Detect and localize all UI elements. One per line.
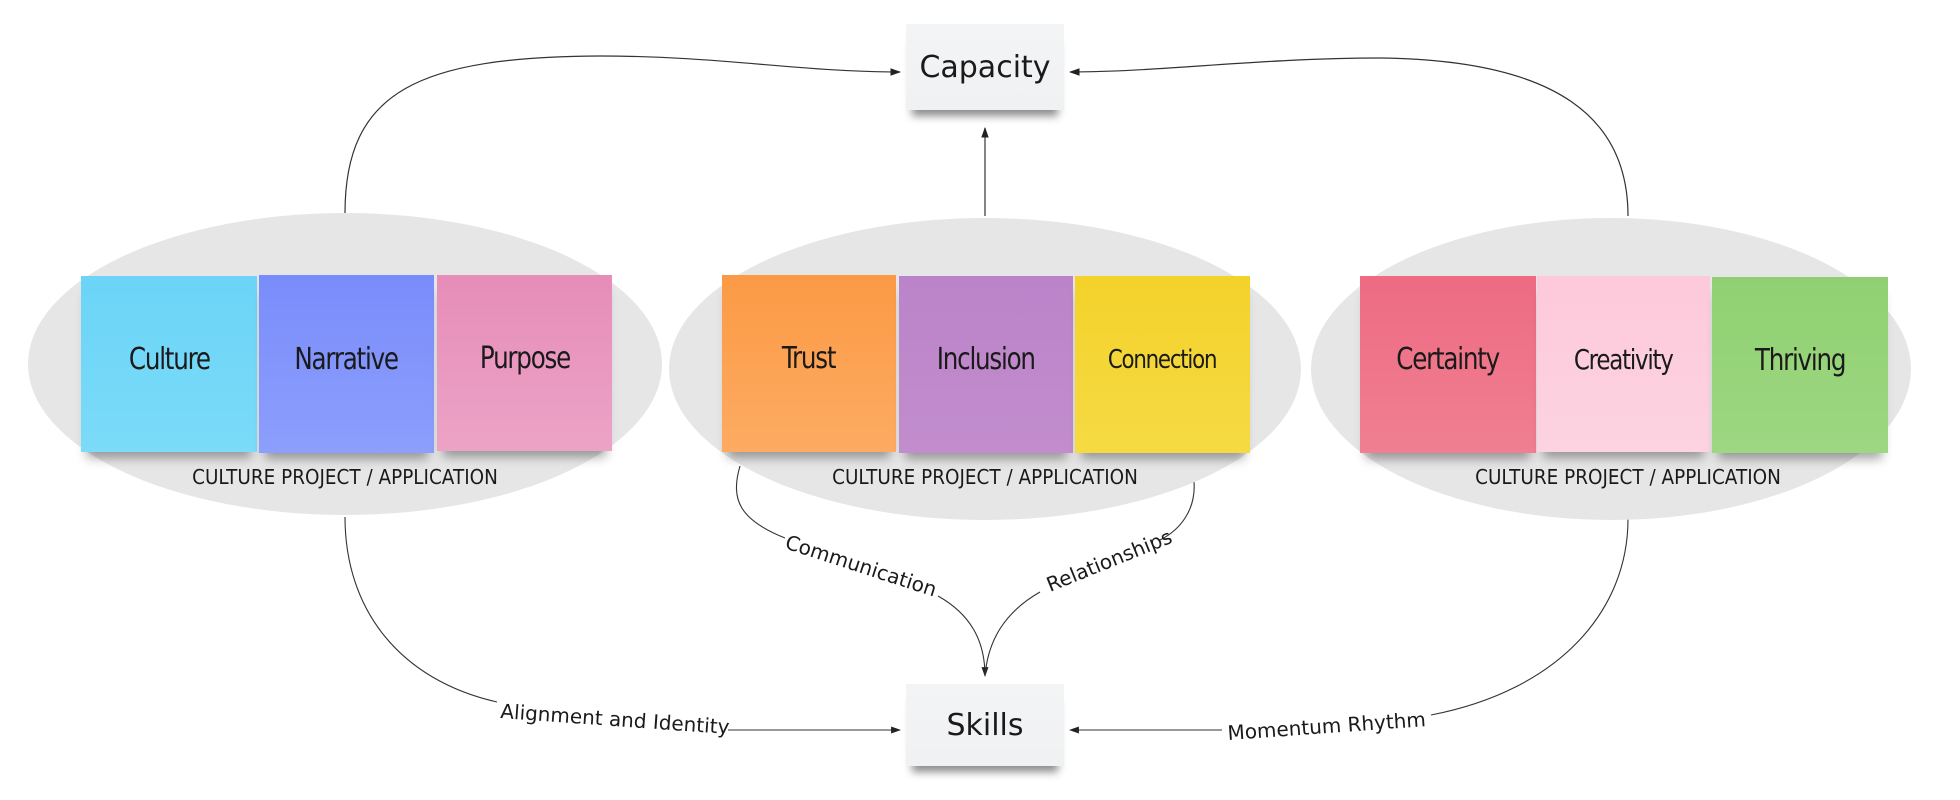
- edge-momentum: [1430, 518, 1629, 716]
- edge-communication: [736, 465, 786, 539]
- sticky-label: Culture: [128, 341, 211, 377]
- sticky-trust[interactable]: Trust: [722, 275, 896, 452]
- edge-label-momentum: Momentum Rhythm: [1227, 707, 1427, 745]
- edge-relationships: [1159, 481, 1195, 541]
- edge-label-communication: Communication: [782, 530, 939, 602]
- sticky-thriving[interactable]: Thriving: [1712, 277, 1888, 453]
- capacity-node[interactable]: Capacity: [906, 24, 1064, 110]
- skills-node[interactable]: Skills: [906, 684, 1064, 766]
- sticky-creativity[interactable]: Creativity: [1537, 276, 1710, 452]
- sticky-label: Creativity: [1574, 342, 1674, 376]
- edge-communication-tail: [937, 595, 989, 677]
- edge-alignment: [344, 516, 498, 703]
- sticky-label: Connection: [1108, 344, 1218, 375]
- group-label-1: CULTURE PROJECT / APPLICATION: [192, 465, 498, 489]
- sticky-label: Thriving: [1754, 342, 1847, 378]
- sticky-narrative[interactable]: Narrative: [259, 275, 434, 453]
- sticky-label: Purpose: [479, 340, 570, 376]
- capacity-label: Capacity: [919, 49, 1051, 85]
- edge-right-to-capacity: [1068, 57, 1629, 217]
- edge-left-to-capacity: [344, 55, 902, 214]
- sticky-connection[interactable]: Connection: [1075, 276, 1250, 453]
- edge-relationships-tail: [984, 591, 1041, 677]
- sticky-certainty[interactable]: Certainty: [1360, 276, 1536, 453]
- edge-label-relationships: Relationships: [1043, 524, 1175, 596]
- sticky-label: Trust: [782, 341, 837, 376]
- sticky-culture[interactable]: Culture: [81, 276, 257, 452]
- sticky-label: Narrative: [294, 341, 400, 377]
- skills-label: Skills: [946, 707, 1024, 743]
- edge-label-alignment: Alignment and Identity: [500, 699, 731, 739]
- sticky-label: Certainty: [1396, 342, 1501, 377]
- sticky-label: Inclusion: [936, 342, 1036, 377]
- group-label-2: CULTURE PROJECT / APPLICATION: [832, 465, 1138, 489]
- sticky-inclusion[interactable]: Inclusion: [899, 276, 1073, 453]
- group-label-3: CULTURE PROJECT / APPLICATION: [1475, 465, 1781, 489]
- sticky-purpose[interactable]: Purpose: [437, 275, 612, 451]
